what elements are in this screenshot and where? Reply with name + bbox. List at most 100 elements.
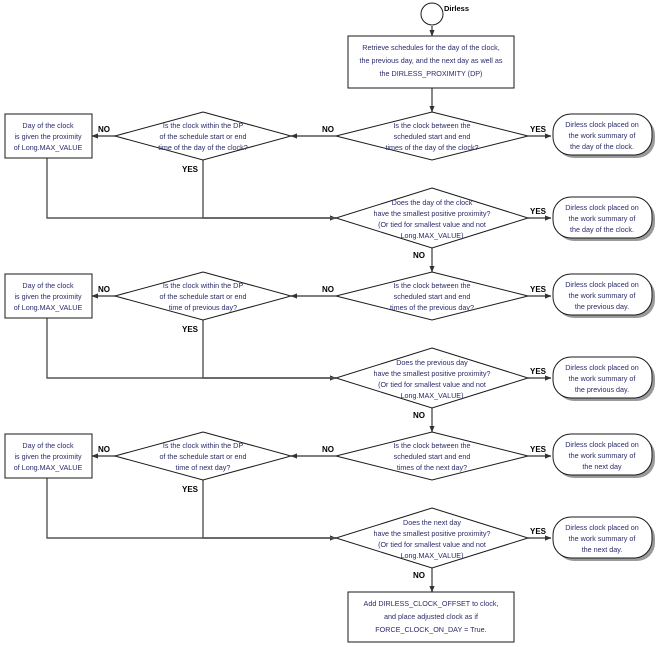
process-retrieve-schedules[interactable]: Retrieve schedules for the day of the cl… bbox=[347, 35, 515, 89]
terminal-prev-a-line-2: the work summary of bbox=[569, 291, 636, 300]
terminal-day-a-line-3: the day of the clock. bbox=[570, 142, 634, 151]
terminal-placed-prev-b[interactable]: Dirless clock placed on the work summary… bbox=[552, 356, 655, 401]
prox-prev-line-3: (Or tied for smallest value and not bbox=[378, 380, 486, 389]
dp-day-line-1: Is the clock within the DP bbox=[163, 121, 244, 130]
between-day-line-1: Is the clock between the bbox=[393, 121, 470, 130]
terminal-day-a-line-1: Dirless clock placed on bbox=[565, 120, 639, 129]
assign-day-line-3: of Long.MAX_VALUE bbox=[14, 143, 83, 152]
edge-assign-prev-to-prox-prev bbox=[46, 318, 336, 379]
assign-proximity-next[interactable]: Day of the clock is given the proximity … bbox=[4, 433, 93, 479]
label-no-prox-day: NO bbox=[413, 251, 425, 260]
dp-next-line-3: time of next day? bbox=[176, 463, 231, 472]
terminal-placed-day-b[interactable]: Dirless clock placed on the work summary… bbox=[552, 196, 655, 241]
start-label: Dirless bbox=[444, 4, 469, 13]
label-yes-prox-next: YES bbox=[530, 527, 547, 536]
process-add-offset[interactable]: Add DIRLESS_CLOCK_OFFSET to clock, and p… bbox=[347, 591, 515, 643]
prox-day-line-1: Does the day of the clock bbox=[392, 198, 473, 207]
prox-prev-line-1: Does the previous day bbox=[396, 358, 468, 367]
start-terminal[interactable]: Dirless bbox=[420, 2, 469, 26]
process-first-line-2: the previous day, and the next day as we… bbox=[360, 56, 503, 65]
between-next-line-3: times of the next day? bbox=[397, 463, 467, 472]
label-no-prox-prev: NO bbox=[413, 411, 425, 420]
process-last-line-1: Add DIRLESS_CLOCK_OFFSET to clock, bbox=[364, 599, 499, 608]
terminal-day-b-line-3: the day of the clock. bbox=[570, 225, 634, 234]
assign-prev-line-2: is given the proximity bbox=[14, 292, 82, 301]
prox-next-line-2: have the smallest positive proximity? bbox=[373, 529, 490, 538]
prox-next-line-4: Long.MAX_VALUE) bbox=[401, 551, 464, 560]
assign-next-line-2: is given the proximity bbox=[14, 452, 82, 461]
edge-assign-day-to-prox-day bbox=[46, 158, 336, 219]
label-yes-between-prev: YES bbox=[530, 285, 547, 294]
decision-between-day[interactable]: Is the clock between the scheduled start… bbox=[335, 111, 529, 161]
terminal-prev-a-line-1: Dirless clock placed on bbox=[565, 280, 639, 289]
label-yes-between-day: YES bbox=[530, 125, 547, 134]
terminal-prev-b-line-2: the work summary of bbox=[569, 374, 636, 383]
label-no-between-prev: NO bbox=[322, 285, 334, 294]
terminal-placed-day-a[interactable]: Dirless clock placed on the work summary… bbox=[552, 113, 655, 158]
label-no-prox-next: NO bbox=[413, 571, 425, 580]
terminal-prev-b-line-1: Dirless clock placed on bbox=[565, 363, 639, 372]
assign-proximity-day[interactable]: Day of the clock is given the proximity … bbox=[4, 113, 93, 159]
assign-prev-line-1: Day of the clock bbox=[22, 281, 74, 290]
assign-prev-line-3: of Long.MAX_VALUE bbox=[14, 303, 83, 312]
label-yes-prox-day: YES bbox=[530, 207, 547, 216]
prox-day-line-4: Long.MAX_VALUE) bbox=[401, 231, 464, 240]
prox-next-line-1: Does the next day bbox=[403, 518, 461, 527]
decision-between-next[interactable]: Is the clock between the scheduled start… bbox=[335, 431, 529, 481]
terminal-placed-next-b[interactable]: Dirless clock placed on the work summary… bbox=[552, 516, 655, 561]
process-first-line-3: the DIRLESS_PROXIMITY (DP) bbox=[380, 69, 483, 78]
label-yes-dp-next: YES bbox=[182, 485, 199, 494]
dp-prev-line-1: Is the clock within the DP bbox=[163, 281, 244, 290]
between-next-line-2: scheduled start and end bbox=[394, 452, 471, 461]
label-no-dp-prev: NO bbox=[98, 285, 110, 294]
edge-dp-next-yes bbox=[202, 480, 337, 541]
assign-day-line-2: is given the proximity bbox=[14, 132, 82, 141]
label-no-dp-day: NO bbox=[98, 125, 110, 134]
assign-proximity-prev[interactable]: Day of the clock is given the proximity … bbox=[4, 273, 93, 319]
decision-dp-next[interactable]: Is the clock within the DP of the schedu… bbox=[113, 431, 293, 481]
dp-day-line-2: of the schedule start or end bbox=[159, 132, 246, 141]
terminal-next-b-line-1: Dirless clock placed on bbox=[565, 523, 639, 532]
prox-prev-line-4: Long.MAX_VALUE) bbox=[401, 391, 464, 400]
terminal-day-b-line-1: Dirless clock placed on bbox=[565, 203, 639, 212]
dp-next-line-2: of the schedule start or end bbox=[159, 452, 246, 461]
prox-day-line-2: have the smallest positive proximity? bbox=[373, 209, 490, 218]
decision-proximity-next[interactable]: Does the next day have the smallest posi… bbox=[334, 507, 530, 569]
decision-dp-day[interactable]: Is the clock within the DP of the schedu… bbox=[113, 111, 293, 161]
process-last-line-2: and place adjusted clock as if bbox=[384, 612, 478, 621]
label-yes-prox-prev: YES bbox=[530, 367, 547, 376]
between-prev-line-2: scheduled start and end bbox=[394, 292, 471, 301]
dp-day-line-3: time of the day of the clock? bbox=[158, 143, 248, 152]
edge-dp-day-yes bbox=[202, 160, 337, 221]
dp-next-line-1: Is the clock within the DP bbox=[163, 441, 244, 450]
terminal-day-b-line-2: the work summary of bbox=[569, 214, 636, 223]
label-no-between-next: NO bbox=[322, 445, 334, 454]
decision-between-prev[interactable]: Is the clock between the scheduled start… bbox=[335, 271, 529, 321]
terminal-prev-a-line-3: the previous day. bbox=[575, 302, 629, 311]
terminal-next-a-line-3: the next day bbox=[582, 462, 622, 471]
edge-assign-next-to-prox-next bbox=[46, 478, 336, 539]
terminal-placed-prev-a[interactable]: Dirless clock placed on the work summary… bbox=[552, 273, 655, 318]
decision-dp-prev[interactable]: Is the clock within the DP of the schedu… bbox=[113, 271, 293, 321]
terminal-prev-b-line-3: the previous day. bbox=[575, 385, 629, 394]
decision-proximity-prev[interactable]: Does the previous day have the smallest … bbox=[334, 347, 530, 409]
decision-proximity-day[interactable]: Does the day of the clock have the small… bbox=[334, 187, 530, 249]
terminal-day-a-line-2: the work summary of bbox=[569, 131, 636, 140]
between-next-line-1: Is the clock between the bbox=[393, 441, 470, 450]
terminal-next-a-line-1: Dirless clock placed on bbox=[565, 440, 639, 449]
process-last-line-3: FORCE_CLOCK_ON_DAY = True. bbox=[375, 625, 486, 634]
edge-dp-prev-yes bbox=[202, 320, 337, 381]
assign-next-line-1: Day of the clock bbox=[22, 441, 74, 450]
prox-day-line-3: (Or tied for smallest value and not bbox=[378, 220, 486, 229]
prox-next-line-3: (Or tied for smallest value and not bbox=[378, 540, 486, 549]
terminal-next-b-line-3: the next day. bbox=[582, 545, 623, 554]
terminal-placed-next-a[interactable]: Dirless clock placed on the work summary… bbox=[552, 433, 655, 478]
between-prev-line-3: times of the previous day? bbox=[390, 303, 474, 312]
prox-prev-line-2: have the smallest positive proximity? bbox=[373, 369, 490, 378]
assign-day-line-1: Day of the clock bbox=[22, 121, 74, 130]
between-day-line-3: times of the day of the clock? bbox=[385, 143, 478, 152]
label-no-between-day: NO bbox=[322, 125, 334, 134]
process-first-line-1: Retrieve schedules for the day of the cl… bbox=[362, 43, 499, 52]
